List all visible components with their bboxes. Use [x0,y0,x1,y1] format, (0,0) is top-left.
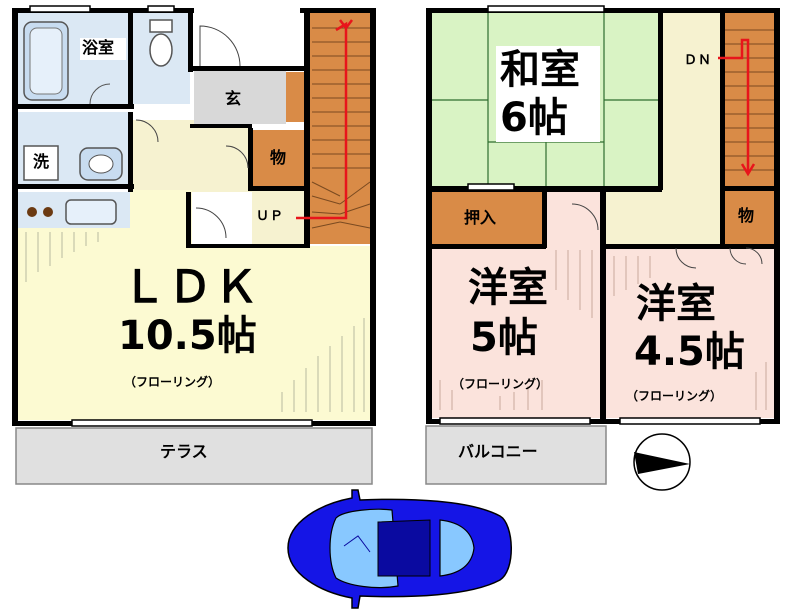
bathroom-label-chip [80,38,126,60]
washitsu-label-chip [496,46,600,142]
ldk-size: 10.5帖 [118,313,257,359]
bath-door-swing [89,83,111,105]
toilet-tank [149,19,173,33]
storage-closet-2 [724,190,776,244]
storage-label-2: 物 [738,206,755,225]
youshitsu-b-size: 4.5帖 [634,329,745,375]
stove-burner [27,207,37,217]
windows-floor-2 [439,5,761,425]
youshitsu-b-floor-note: （フローリング） [626,389,723,403]
storage-label-1: 物 [270,148,287,167]
washitsu-name: 和室 [500,47,580,93]
washer [23,145,59,181]
washitsu-size: 6帖 [500,95,568,141]
terrace-area [15,427,373,485]
stair-up-arrow [296,21,348,220]
wash-basin-bowl [88,154,114,174]
stair-down-arrowhead [740,163,756,177]
stair-up-arrowhead [339,19,353,31]
door-swings-1 [135,25,249,239]
stair-down-arrow [718,38,750,172]
entrance-label-chip [222,88,246,112]
ldk-floor-note: （フローリング） [124,375,221,389]
stairs-up-label: ＵＰ [256,209,285,224]
stove-burner [43,207,53,217]
entrance-shelf [286,72,306,122]
laundry-label: 洗 [33,152,50,171]
balcony-area [425,425,607,485]
oshiire-label: 押入 [464,208,497,227]
youshitsu-b-name: 洋室 [636,281,716,327]
ldk-name: ＬＤＫ [122,262,260,313]
windows-floor-1 [29,5,313,427]
bathtub-inner [29,27,63,95]
storage-closet-1 [252,130,306,188]
stairs-1 [310,12,372,244]
western-floor-hatching [439,250,767,410]
stairs-down-label: ＤＮ [684,53,713,68]
youshitsu-a-floor-note: （フローリング） [452,377,549,391]
tatami-lines [432,12,658,186]
hall-floor-1 [132,120,252,192]
oshiire-closet [432,192,542,244]
kitchen-sink [65,199,117,225]
car-icon [287,489,512,609]
youshitsu-a-name: 洋室 [468,265,548,311]
terrace-label: テラス [160,442,208,461]
corridor-2b [604,192,722,244]
western-room-b [606,248,776,418]
entrance-label: 玄 [225,89,242,108]
youshitsu-a-size: 5帖 [470,315,538,361]
balcony-label: バルコニー [458,442,538,461]
stair-treads-1 [311,27,371,229]
ldk-floor-hatching [25,232,365,412]
toilet-bowl [149,33,173,67]
bathroom-label: 浴室 [82,38,115,57]
door-swings-2 [571,203,763,269]
compass-icon [633,433,691,491]
